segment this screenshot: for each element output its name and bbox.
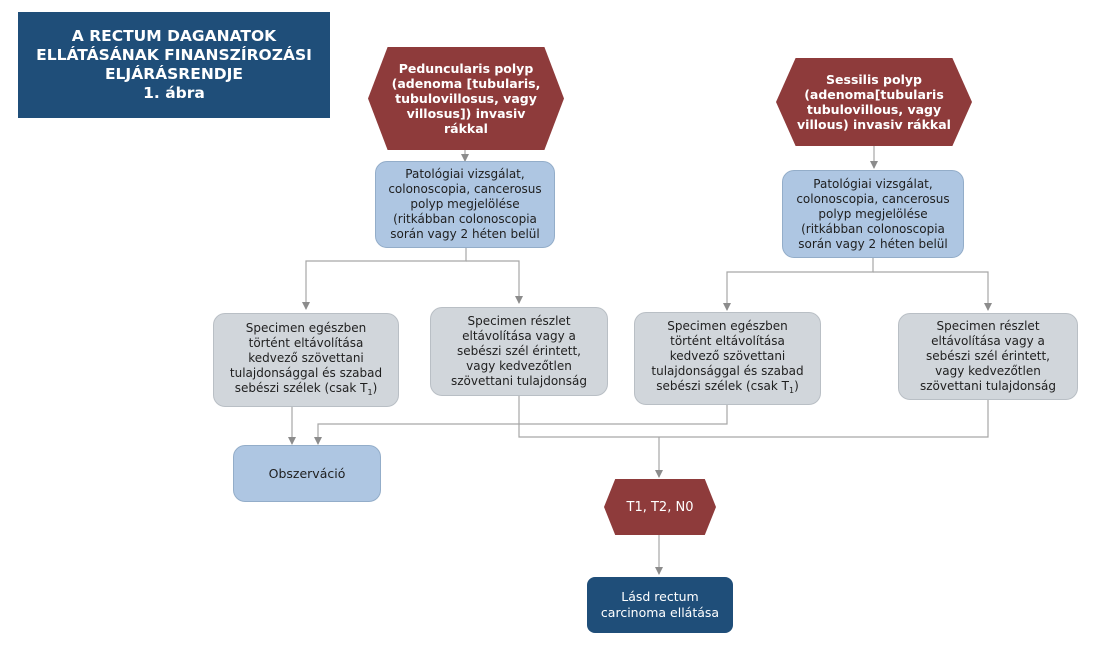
node-text: szövettani tulajdonság [919, 379, 1056, 393]
node-text: (adenoma[tubularis [804, 87, 944, 102]
node-text: sebészi szél érintett, [926, 349, 1050, 363]
title-line: ELJÁRÁSRENDJE [104, 65, 244, 83]
node-text: sebészi szél érintett, [457, 344, 581, 358]
node-text: Lásd rectum [621, 589, 699, 604]
node-text: során vagy 2 héten belül [390, 227, 540, 241]
stage-node: T1, T2, N0 [604, 479, 716, 535]
node-text: Peduncularis polyp [398, 61, 534, 76]
pedunculated-polyp-node: Peduncularis polyp (adenoma [tubularis, … [368, 47, 564, 150]
node-text: Specimen egészben [667, 319, 788, 333]
node-text: villosus]) invasiv [406, 106, 526, 121]
node-text: kedvező szövettani [248, 350, 364, 365]
node-text: colonoscopia, cancerosus [796, 191, 950, 206]
partial-removal-node-left: Specimen részlet eltávolítása vagy a seb… [430, 307, 608, 396]
node-text: Obszerváció [268, 466, 346, 481]
node-text: polyp megjelölése [410, 197, 520, 211]
node-text: Specimen részlet [467, 314, 571, 328]
node-text: carcinoma ellátása [600, 605, 720, 620]
node-text: (adenoma [tubularis, [391, 76, 541, 91]
complete-removal-node-right: Specimen egészben történt eltávolítása k… [634, 312, 821, 405]
node-text: tubulovillosus, vagy [395, 91, 537, 106]
node-text-last: sebészi szélek (csak T1) [230, 381, 382, 400]
title-line: A RECTUM DAGANATOK [71, 27, 277, 45]
connector-left-split-b [466, 260, 523, 304]
node-text: ) [372, 380, 378, 395]
node-text: polyp megjelölése [818, 206, 928, 221]
node-text: sebészi szélek (csak T [656, 379, 789, 393]
connector-left-split [302, 248, 467, 310]
connector-right-split [723, 258, 874, 311]
connector-pl-to-stage [518, 396, 659, 438]
complete-removal-node-left: Specimen egészben történt eltávolítása k… [213, 313, 399, 407]
node-text: (ritkábban colonoscopia [393, 212, 537, 226]
node-text: (ritkábban colonoscopia [801, 221, 945, 236]
node-text: történt eltávolítása [670, 334, 785, 348]
observation-node: Obszerváció [233, 445, 381, 502]
sessile-polyp-node: Sessilis polyp (adenoma[tubularis tubulo… [776, 58, 972, 146]
node-text: villous) invasiv rákkal [797, 117, 951, 132]
node-text: ) [794, 379, 799, 393]
node-text: rákkal [444, 121, 488, 136]
node-text: vagy kedvezőtlen [466, 359, 572, 373]
node-text-last: sebészi szélek (csak T1) [651, 379, 803, 398]
node-text: során vagy 2 héten belül [798, 236, 948, 251]
node-text: Specimen részlet [936, 319, 1040, 333]
node-text: Sessilis polyp [826, 72, 922, 87]
node-text: tulajdonsággal és szabad [651, 364, 804, 378]
node-text: szövettani tulajdonság [450, 374, 587, 388]
connector-right-split-b [873, 271, 992, 311]
node-text: eltávolítása vagy a [462, 329, 576, 343]
node-text: vagy kedvezőtlen [935, 364, 1041, 378]
rectum-care-node: Lásd rectum carcinoma ellátása [587, 577, 733, 633]
node-text: kedvező szövettani [669, 349, 786, 363]
node-text: tubulovillous, vagy [806, 102, 942, 117]
connector-pr-to-stage [659, 400, 989, 438]
pathology-node-left: Patológiai vizsgálat, colonoscopia, canc… [375, 161, 555, 248]
node-text: Patológiai vizsgálat, [405, 167, 525, 181]
node-text: sebészi szélek (csak T [234, 380, 368, 395]
partial-removal-node-right: Specimen részlet eltávolítása vagy a seb… [898, 313, 1078, 400]
node-text: colonoscopia, cancerosus [388, 182, 542, 196]
connector-cr-to-obs [314, 405, 728, 445]
node-text: Patológiai vizsgálat, [813, 176, 933, 191]
title-line: ELLÁTÁSÁNAK FINANSZÍROZÁSI [36, 46, 312, 64]
subscript: 1 [788, 386, 795, 395]
node-text: T1, T2, N0 [626, 499, 694, 515]
diagram-title: A RECTUM DAGANATOK ELLÁTÁSÁNAK FINANSZÍR… [18, 12, 330, 118]
pathology-node-right: Patológiai vizsgálat, colonoscopia, canc… [782, 170, 964, 258]
node-text: Specimen egészben [245, 320, 367, 335]
node-text: történt eltávolítása [248, 335, 364, 350]
node-text: tulajdonsággal és szabad [229, 365, 383, 380]
subscript: 1 [367, 387, 373, 397]
title-line: 1. ábra [143, 84, 205, 102]
node-text: eltávolítása vagy a [931, 334, 1045, 348]
